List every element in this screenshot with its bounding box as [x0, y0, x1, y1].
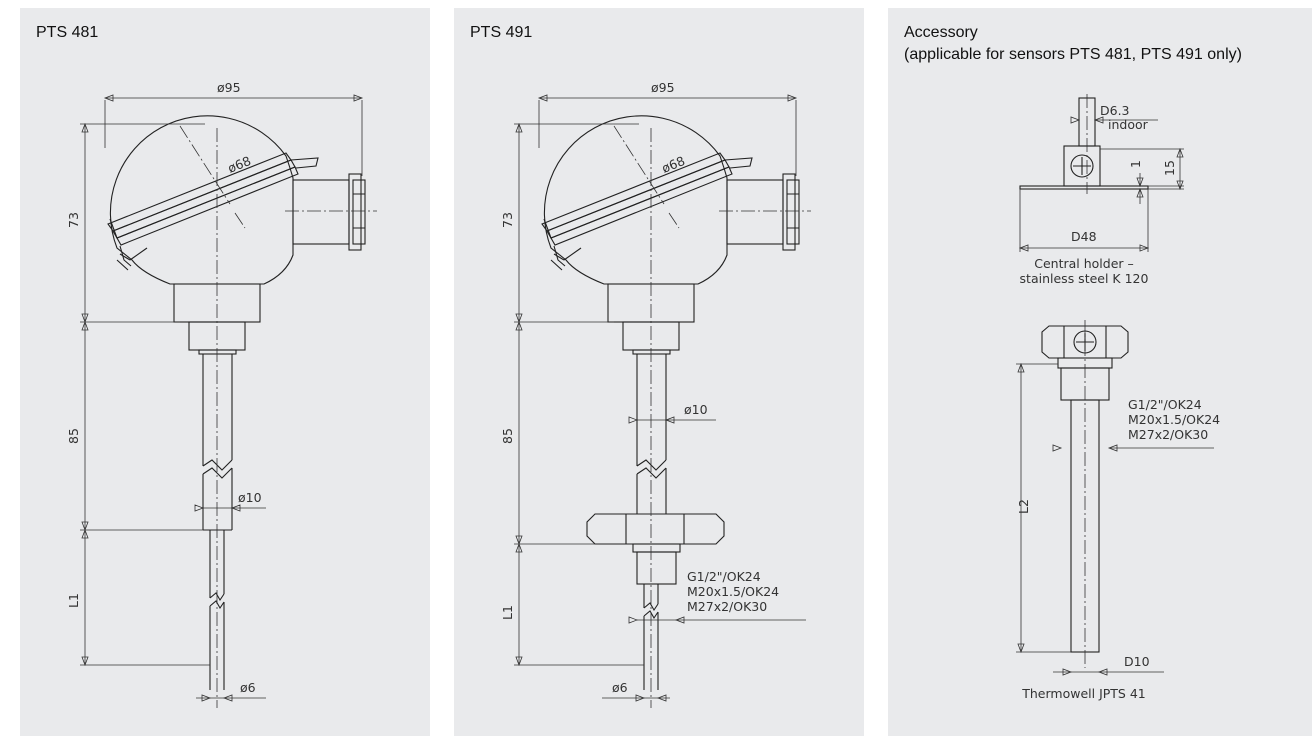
- thread-option: M27x2/OK30: [1128, 427, 1208, 442]
- panel-subtitle: (applicable for sensors PTS 481, PTS 491…: [904, 46, 1242, 63]
- thread-option: M20x1.5/OK24: [1128, 412, 1220, 427]
- panel-pts-491: PTS 491: [454, 8, 864, 736]
- thread-option: M27x2/OK30: [687, 599, 767, 614]
- connection-head: [541, 115, 800, 355]
- panel-pts-481: PTS 481: [20, 8, 430, 736]
- stem-tip: [209, 530, 225, 690]
- holder-caption: Central holder –: [1034, 256, 1134, 271]
- drawing-pts-491: ø95 ø68 73 85 L1 ø10 G1/2"/OK24 M20x1.5/…: [500, 80, 811, 708]
- panel-title: Accessory (applicable for sensors PTS 48…: [904, 22, 1242, 66]
- dim-dia-head: ø95: [217, 80, 241, 95]
- panel-title: PTS 481: [36, 24, 99, 41]
- drawing-accessory: D6.3 indoor 1 15 D48 Central holder – st…: [1016, 94, 1220, 701]
- dim-dia-head: ø95: [651, 80, 675, 95]
- holder-caption: stainless steel K 120: [1020, 271, 1149, 286]
- dim-height-neck: 85: [500, 428, 515, 444]
- connection-head: [107, 115, 366, 355]
- dim-height-neck: 85: [66, 428, 81, 444]
- dim-holder-gap: 1: [1128, 160, 1143, 168]
- thermowell-caption: Thermowell JPTS 41: [1021, 686, 1146, 701]
- dim-holder-plate: D48: [1071, 229, 1097, 244]
- panel-accessory: Accessory (applicable for sensors PTS 48…: [888, 8, 1312, 736]
- screw-fitting: [586, 513, 725, 585]
- dim-dia-cap: ø68: [226, 153, 254, 176]
- drawing-pts-481: ø95 ø68 73 85 L1 ø10 ø6: [66, 80, 377, 708]
- stem-neck: [202, 354, 233, 531]
- holder-note: indoor: [1108, 117, 1149, 132]
- dim-dia-cap: ø68: [660, 153, 688, 176]
- dim-height-head: 73: [66, 212, 81, 228]
- dim-tube-dia: D10: [1124, 654, 1150, 669]
- dim-length-l1: L1: [500, 605, 515, 620]
- dim-dia-tip: ø6: [240, 680, 256, 695]
- dim-dia-neck: ø10: [238, 490, 262, 505]
- stem-neck: [636, 354, 667, 514]
- dim-dia-tip: ø6: [612, 680, 628, 695]
- dim-length-l2: L2: [1016, 499, 1031, 514]
- dim-length-l1: L1: [66, 593, 81, 608]
- dim-holder-height: 15: [1162, 160, 1177, 176]
- thread-option: M20x1.5/OK24: [687, 584, 779, 599]
- stem-tip: [643, 584, 659, 690]
- dim-dia-neck: ø10: [684, 402, 708, 417]
- panel-title: PTS 491: [470, 24, 533, 41]
- dim-holder-pin: D6.3: [1100, 103, 1130, 118]
- thread-option: G1/2"/OK24: [1128, 397, 1202, 412]
- panel-title-main: Accessory: [904, 24, 978, 41]
- thread-option: G1/2"/OK24: [687, 569, 761, 584]
- dim-height-head: 73: [500, 212, 515, 228]
